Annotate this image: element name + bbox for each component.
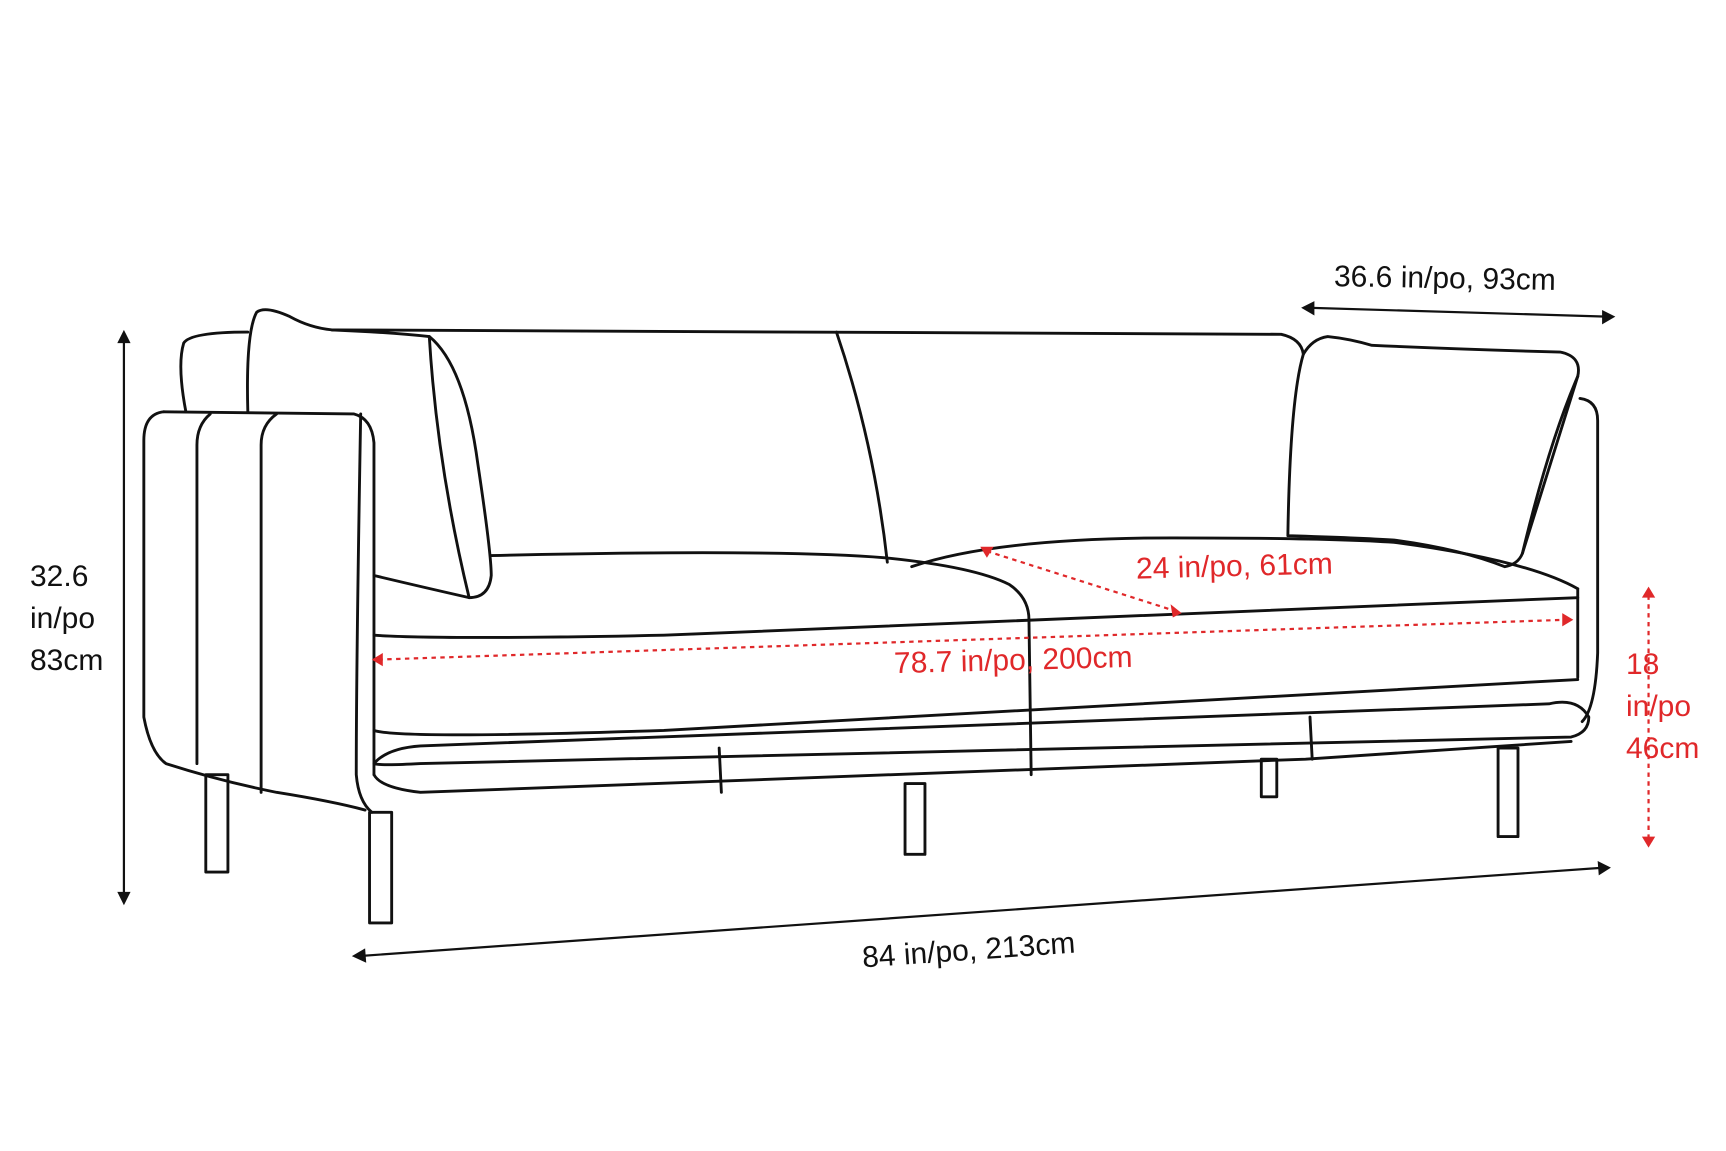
seat-height-metric: 46cm — [1626, 732, 1700, 765]
height-value: 32.6 — [30, 560, 89, 593]
seat-height-value: 18 — [1626, 648, 1660, 681]
seat-width-label: 78.7 in/po, 200cm — [893, 640, 1133, 681]
seat-height-label: 18 in/po 46cm — [1626, 644, 1699, 770]
depth-label: 36.6 in/po, 93cm — [1333, 260, 1557, 297]
dimension-lines — [117, 301, 1656, 963]
seat-depth-label: 24 in/po, 61cm — [1135, 547, 1334, 586]
sofa-outline — [142, 308, 1600, 925]
seat-height-unit: in/po — [1626, 690, 1692, 723]
height-metric: 83cm — [30, 644, 104, 677]
height-unit: in/po — [30, 602, 96, 635]
height-label: 32.6 in/po 83cm — [30, 556, 103, 682]
